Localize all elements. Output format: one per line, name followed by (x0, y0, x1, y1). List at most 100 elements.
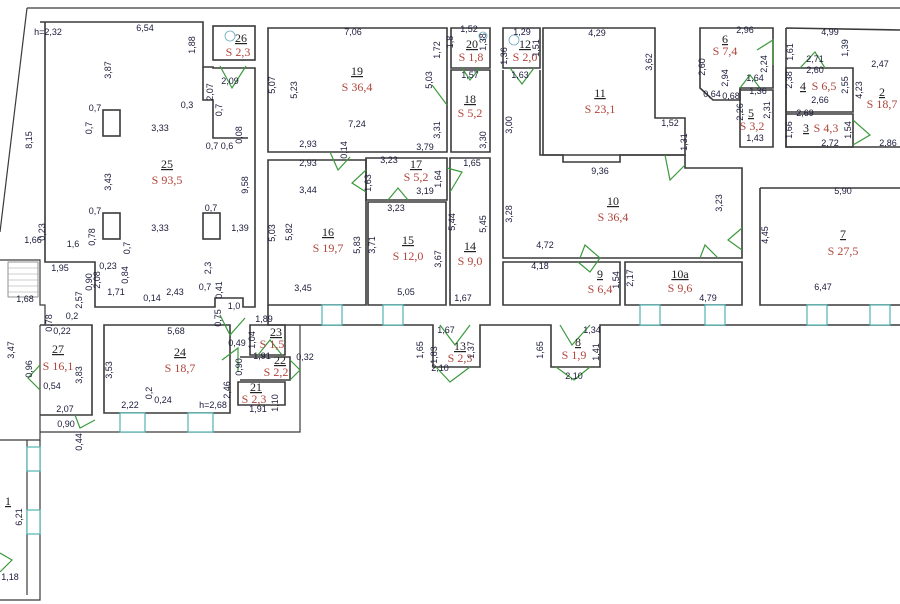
dimension-label: 4,18 (531, 261, 549, 271)
dimension-label: 2,43 (166, 287, 184, 297)
room-19: 19S 36,4 (342, 64, 373, 94)
dimension-label: 1,67 (437, 325, 455, 335)
room-number: 22 (274, 353, 286, 367)
room-15: 15S 12,0 (393, 233, 424, 263)
room-area: S 1,9 (562, 348, 587, 362)
dimension-label: h=2,68 (199, 400, 227, 410)
sink-icon (508, 34, 520, 46)
dimension-label: 1,64 (746, 73, 764, 83)
dimension-label: 3,19 (416, 186, 434, 196)
dimension-label: 1,89 (255, 314, 273, 324)
dimension-label: 7,06 (344, 27, 362, 37)
room-area: S 2,3 (226, 45, 251, 59)
room-area: S 1,8 (459, 50, 484, 64)
dimension-label: 1,65 (415, 341, 425, 359)
dimension-label: 5,03 (424, 71, 434, 89)
dimension-label: 0,08 (234, 126, 244, 144)
dimension-label: 3,33 (151, 123, 169, 133)
room-area: S 18,7 (867, 97, 898, 111)
room-number: 3 (803, 121, 809, 135)
dimension-label: 2,47 (871, 59, 889, 69)
dimension-label: 5,82 (284, 223, 294, 241)
room-10: 10S 36,4 (598, 194, 629, 224)
dimension-label: 5,03 (267, 224, 277, 242)
sink-icon (478, 31, 488, 41)
dimension-label: 2,86 (879, 138, 897, 148)
room-number: 21 (250, 380, 262, 394)
dimension-label: 1,36 (749, 86, 767, 96)
dimension-label: 0,49 (228, 338, 246, 348)
dimension-label: 3,31 (432, 121, 442, 139)
dimension-label: 0,54 (43, 381, 61, 391)
dimension-label: 1,43 (746, 133, 764, 143)
dimension-label: 0,32 (296, 352, 314, 362)
dimension-label: 1,63 (511, 70, 529, 80)
room-area: S 2,3 (448, 351, 473, 365)
dimension-label: 0,78 (87, 228, 97, 246)
room-area: S 12,0 (393, 249, 424, 263)
room-area: S 4,3 (814, 121, 839, 135)
dimension-label: 1,52 (661, 118, 679, 128)
dimension-label: 2,46 (222, 381, 232, 399)
dimension-label: 2,69 (796, 108, 814, 118)
room-area: S 9,6 (668, 281, 693, 295)
dimension-label: 0,24 (154, 395, 172, 405)
room-area: S 1,5 (260, 337, 285, 351)
room-20: 20S 1,8 (459, 37, 484, 64)
room-6: 6S 7,4 (713, 32, 738, 58)
room-5: 5S 3,2 (740, 106, 765, 133)
room-2: 2S 18,7 (867, 85, 898, 111)
room-number: 5 (748, 106, 754, 120)
dimension-label: 2,26 (735, 103, 745, 121)
dimension-label: 0,2 (144, 387, 154, 400)
dimension-label: 2,93 (299, 139, 317, 149)
room-number: 14 (464, 239, 476, 253)
dimension-label: 1,38 (478, 33, 488, 51)
stairs-icon (7, 261, 39, 298)
dimension-label: 3,00 (504, 116, 514, 134)
dimension-label: 2,94 (720, 69, 730, 87)
dimension-label: 1,8 (445, 36, 455, 49)
dimension-label: 0,7 (199, 282, 212, 292)
dimension-label: 0,14 (143, 293, 161, 303)
dimension-label: 2,57 (74, 291, 84, 309)
dimension-label: 1,72 (432, 41, 442, 59)
room-area: S 23,1 (585, 102, 616, 116)
dimension-label: 2,10 (565, 371, 583, 381)
dimension-label: 3,62 (644, 53, 654, 71)
dimension-label: 0,7 (89, 103, 102, 113)
dimension-label: 0,90 (84, 273, 94, 291)
dimension-label: 3,23 (387, 203, 405, 213)
dimension-label: 2,38 (784, 71, 794, 89)
dimension-label: 2,96 (736, 25, 754, 35)
dimension-label: 3,87 (103, 61, 113, 79)
dimension-label: 2,55 (840, 76, 850, 94)
dimension-label: 1,39 (231, 223, 249, 233)
dimension-label: 9,58 (240, 176, 250, 194)
dimension-label: 3,71 (367, 236, 377, 254)
dimension-label: 1,64 (433, 170, 443, 188)
sink-icons (224, 30, 520, 46)
room-number: 7 (840, 227, 846, 241)
dimension-label: 2,08 (92, 271, 102, 289)
dimension-label: 2,09 (221, 76, 239, 86)
dimension-label: 3,33 (151, 223, 169, 233)
room-area: S 7,4 (713, 44, 738, 58)
dimension-label: 1,95 (51, 263, 69, 273)
room-21: 21S 2,3 (242, 380, 267, 406)
room-number: 6 (722, 32, 728, 46)
dimension-label: 1,91 (249, 404, 267, 414)
room-22: 22S 2,2 (264, 353, 289, 379)
dimension-label: 1,18 (1, 572, 19, 582)
dimension-label: 0,96 (24, 360, 34, 378)
room-area: S 3,2 (740, 119, 765, 133)
room-number: 26 (235, 31, 247, 45)
dimension-label: 4,99 (821, 27, 839, 37)
dimension-label: 1,34 (583, 325, 601, 335)
room-24: 24S 18,7 (165, 345, 196, 375)
dimension-label: 1,0 (228, 301, 241, 311)
dimension-label: 1,83 (429, 346, 439, 364)
dimension-label: 0,68 (722, 91, 740, 101)
room-area: S 27,5 (828, 244, 859, 258)
